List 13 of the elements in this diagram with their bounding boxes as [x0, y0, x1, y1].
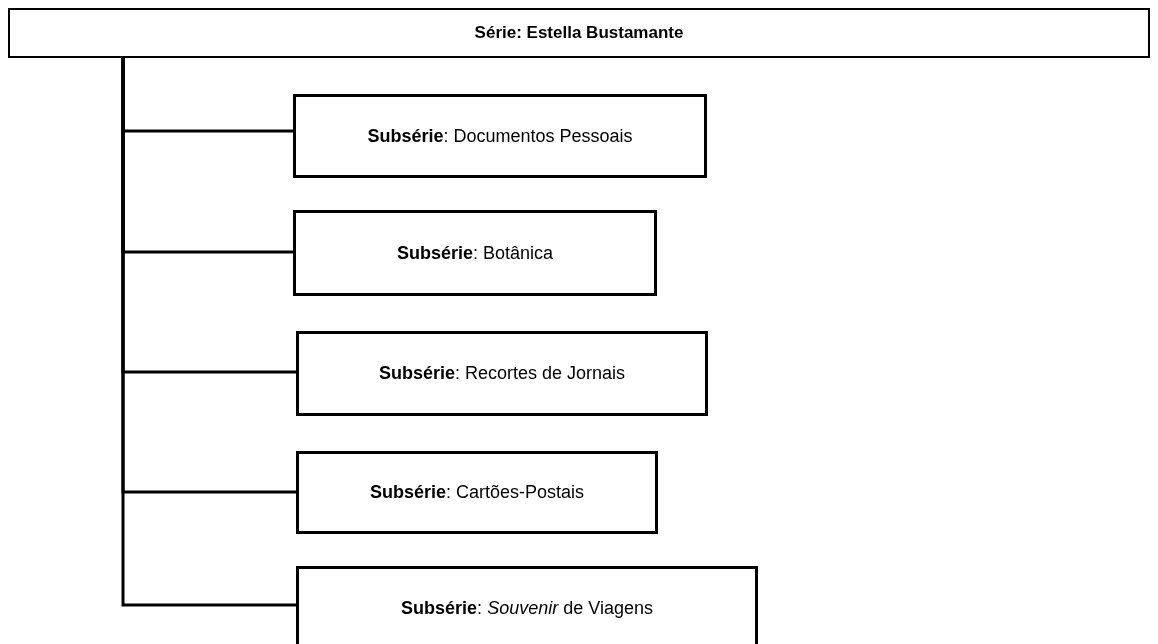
subseries-box: [296, 331, 708, 416]
subseries-box: [296, 566, 758, 644]
box-label: Subsérie: Souvenir de Viagens: [401, 597, 653, 619]
connector-line: [121, 58, 296, 607]
series-box: [8, 8, 1150, 58]
subseries-box: [293, 94, 707, 178]
box-label: Subsérie: Cartões-Postais: [369, 482, 585, 503]
box-label: Subsérie: Botânica: [396, 242, 554, 264]
box-label: Série: Estella Bustamante: [474, 23, 684, 43]
subseries-box: [293, 210, 657, 296]
box-label: Subsérie: Documentos Pessoais: [367, 125, 633, 147]
subseries-box: [296, 451, 658, 534]
box-label: Subsérie: Recortes de Jornais: [378, 363, 626, 384]
